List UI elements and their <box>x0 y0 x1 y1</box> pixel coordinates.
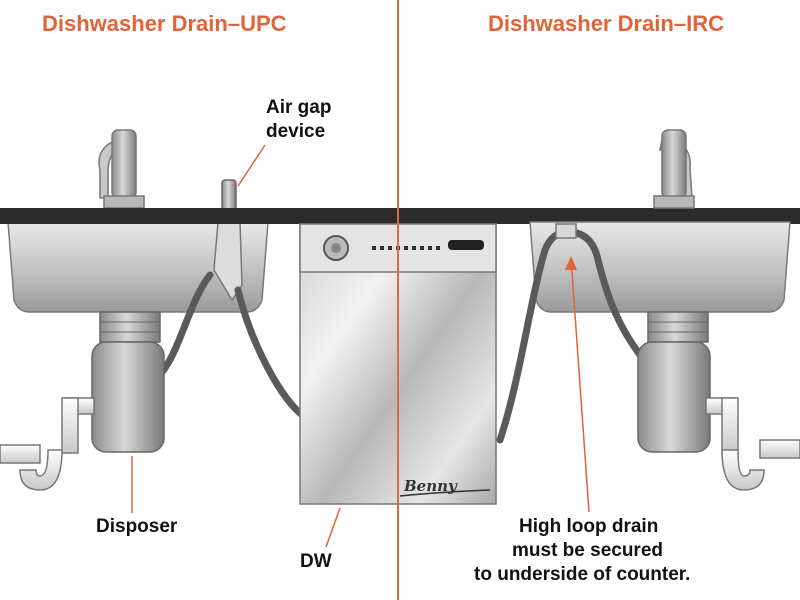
air-gap-device <box>221 179 237 211</box>
label-high-loop-line1: High loop drain <box>519 516 658 537</box>
leader-high-loop <box>570 257 590 513</box>
leader-high-loop-arrow <box>565 256 577 270</box>
left-faucet <box>98 129 145 209</box>
label-dw: DW <box>300 551 332 572</box>
leader-air-gap <box>237 144 266 187</box>
dw-drain-hose-left <box>234 286 310 422</box>
high-loop-strap <box>555 223 577 239</box>
label-disposer: Disposer <box>96 516 178 537</box>
left-disposer <box>91 311 165 453</box>
label-high-loop-line2: must be secured <box>512 540 663 561</box>
label-air-gap-line2: device <box>266 121 325 142</box>
right-faucet <box>653 129 695 209</box>
label-high-loop-line3: to underside of counter. <box>474 564 690 585</box>
brand-underline <box>399 489 491 497</box>
right-disposer <box>637 311 711 453</box>
label-air-gap-line1: Air gap <box>266 97 331 118</box>
title-upc: Dishwasher Drain–UPC <box>42 11 287 36</box>
left-trap-pipe <box>0 397 95 491</box>
left-drain-hose <box>158 271 214 376</box>
title-irc: Dishwasher Drain–IRC <box>488 11 724 36</box>
leader-dw <box>325 507 341 548</box>
right-trap-pipe <box>705 397 800 491</box>
dishwasher-brand: Benny <box>403 477 458 495</box>
countertop <box>0 208 800 224</box>
